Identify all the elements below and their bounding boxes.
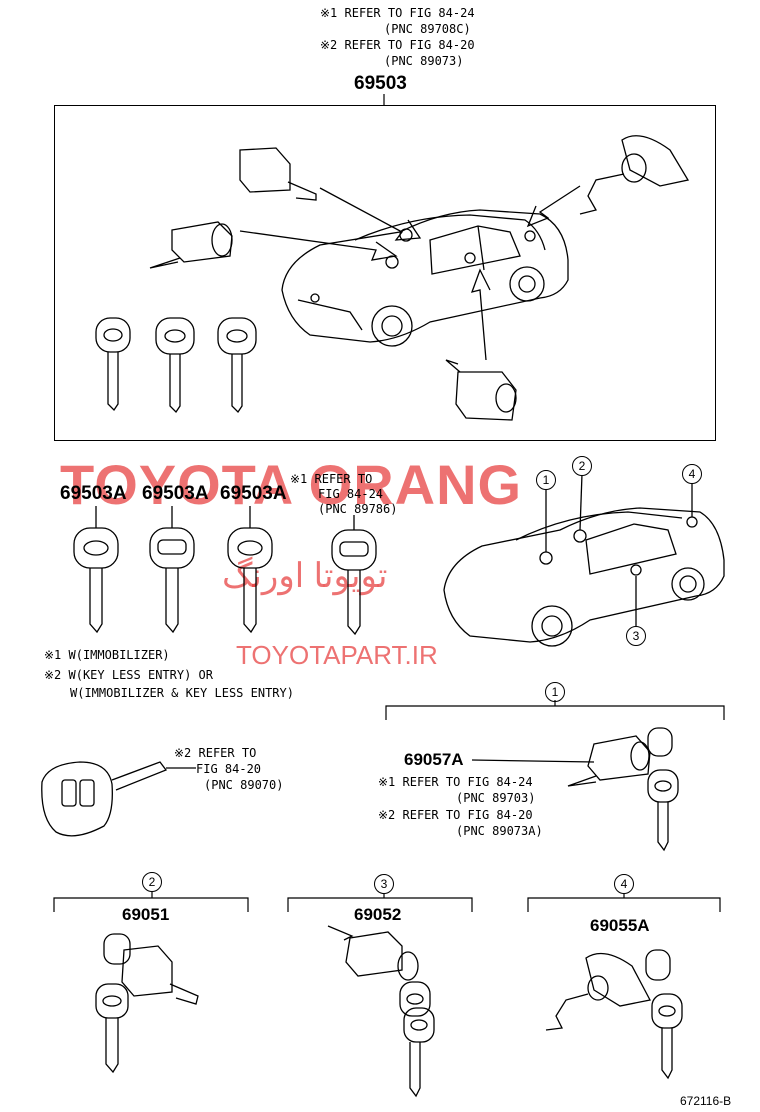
group1-ref2-line1: ※2 REFER TO FIG 84-20 xyxy=(378,808,533,822)
group3-label: 3 xyxy=(374,874,394,894)
remote-ref-line3: (PNC 89070) xyxy=(204,778,284,792)
remote-ref-line2: FIG 84-20 xyxy=(196,762,262,776)
group1-ref2-line2: (PNC 89073A) xyxy=(456,824,543,838)
main-set-part-number: 69503 xyxy=(354,73,407,94)
group1-part-number: 69057A xyxy=(404,750,464,769)
callout-3: 3 xyxy=(626,626,646,646)
watermark-site: TOYOTAPART.IR xyxy=(236,640,438,670)
ignition-cylinder xyxy=(150,222,232,268)
key-3 xyxy=(228,506,272,632)
group3-bracket xyxy=(0,0,760,920)
remote-key-illustration xyxy=(0,0,760,860)
keys-in-box xyxy=(96,318,256,412)
group3-part-number: 69052 xyxy=(354,905,402,924)
callout-2: 2 xyxy=(572,456,592,476)
key-part-number-2: 69503A xyxy=(142,483,209,504)
watermark-brand: TOYOTA ORANG xyxy=(60,453,523,516)
group2-part-number: 69051 xyxy=(122,905,170,924)
remote-ref-line1: ※2 REFER TO xyxy=(174,746,257,760)
legend-line2b: W(IMMOBILIZER & KEY LESS ENTRY) xyxy=(70,686,294,700)
door-lock-bottom xyxy=(446,360,516,420)
figure-id: 672116-B xyxy=(680,1094,732,1108)
key-ref-line3: (PNC 89786) xyxy=(318,502,398,516)
key-4 xyxy=(332,515,376,634)
trunk-lock xyxy=(580,136,688,214)
key-ref-line2: FIG 84-24 xyxy=(318,487,384,501)
key-row-illustration xyxy=(0,0,760,700)
assembly-arrows xyxy=(240,186,580,360)
group4-bracket xyxy=(0,0,760,920)
legend-line1: ※1 W(IMMOBILIZER) xyxy=(44,648,170,662)
sedan-callout-illustration xyxy=(444,474,724,646)
note1-line1: ※1 REFER TO FIG 84-24 xyxy=(320,6,475,20)
callout-1: 1 xyxy=(536,470,556,490)
key-2 xyxy=(150,506,194,632)
note2-line2: (PNC 89073) xyxy=(384,54,464,68)
main-leader-line xyxy=(0,0,760,120)
key-ref-line1: ※1 REFER TO xyxy=(290,472,373,486)
main-set-illustration xyxy=(0,0,760,440)
note1-line2: (PNC 89708C) xyxy=(384,22,471,36)
door-lock-top xyxy=(240,148,316,200)
group1-ref1-line2: (PNC 89703) xyxy=(456,791,536,805)
sedan-illustration xyxy=(282,210,568,346)
callout-4: 4 xyxy=(682,464,702,484)
group4-part-number: 69055A xyxy=(590,916,650,935)
group1-label: 1 xyxy=(545,682,565,702)
group1-illustration xyxy=(0,0,760,860)
note2-line1: ※2 REFER TO FIG 84-20 xyxy=(320,38,475,52)
key-1 xyxy=(74,506,118,632)
legend-line2a: ※2 W(KEY LESS ENTRY) OR xyxy=(44,668,213,682)
main-set-box xyxy=(54,105,716,441)
group2-bracket xyxy=(0,0,760,920)
group1-bracket xyxy=(0,0,760,740)
group1-ref1-line1: ※1 REFER TO FIG 84-24 xyxy=(378,775,533,789)
key-part-number-3: 69503A xyxy=(220,483,287,504)
key-part-number-1: 69503A xyxy=(60,483,127,504)
